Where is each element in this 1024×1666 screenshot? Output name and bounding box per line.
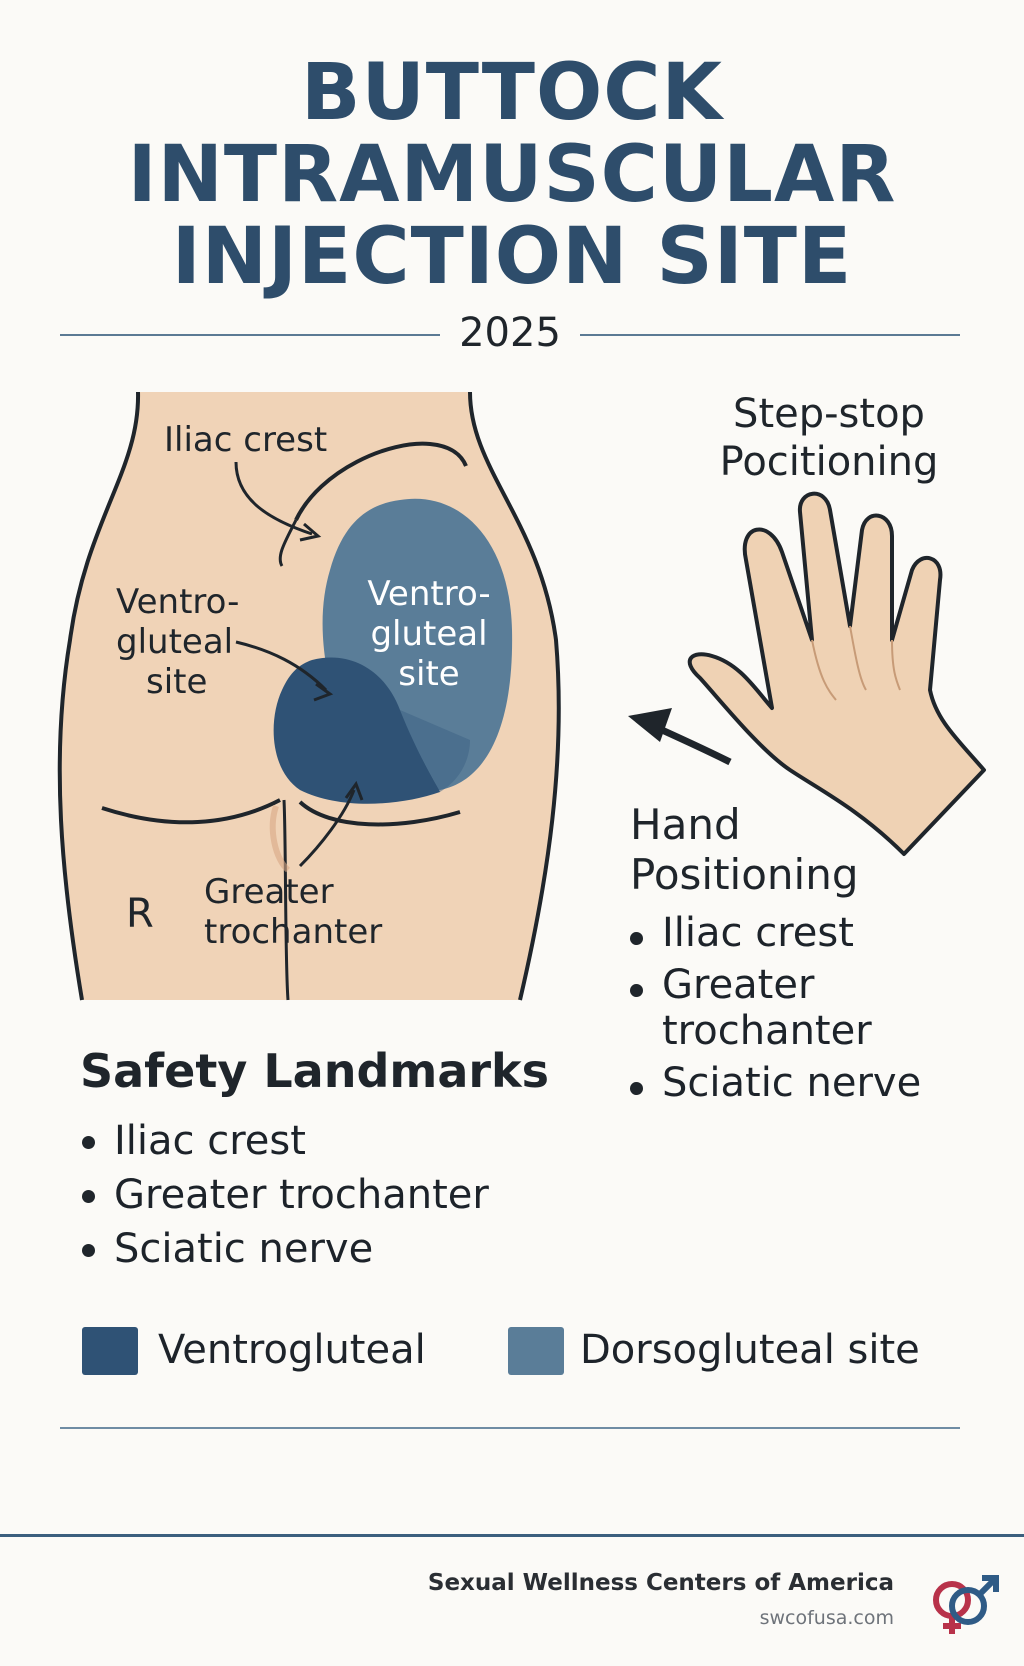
- label-line: gluteal: [370, 614, 488, 654]
- hand-title-line: Step-stop: [733, 391, 925, 437]
- legend-label-dorsogluteal: Dorsogluteal site: [580, 1327, 920, 1373]
- hand-title: Step-stop Pocitioning: [704, 390, 954, 486]
- title-line-3: INJECTION SITE: [171, 212, 853, 302]
- label-ventrogluteal-blob: Ventro- gluteal site: [354, 574, 504, 694]
- label-line: site: [146, 662, 208, 702]
- list-item: Sciatic nerve: [80, 1222, 489, 1276]
- safety-landmark-list: Iliac crest Greater trochanter Sciatic n…: [80, 1114, 489, 1276]
- label-iliac-crest: Iliac crest: [164, 420, 328, 460]
- bottom-divider: [60, 1427, 960, 1429]
- hand-positioning-line: Hand: [630, 800, 741, 849]
- list-item: Sciatic nerve: [628, 1060, 921, 1106]
- site-url: swcofusa.com: [759, 1607, 894, 1629]
- title-line-2: INTRAMUSCULAR: [127, 130, 897, 220]
- year-label: 2025: [459, 310, 561, 356]
- list-item: Iliac crest: [628, 910, 921, 956]
- hand-title-line: Pocitioning: [719, 439, 939, 485]
- hand-positioning-line: Positioning: [630, 850, 859, 899]
- footer-rule: [0, 1534, 1024, 1537]
- page-title: BUTTOCK INTRAMUSCULAR INJECTION SITE: [0, 52, 1024, 298]
- list-item: Greater trochanter: [628, 962, 921, 1054]
- left-rule: [60, 334, 440, 336]
- legend-label-ventrogluteal: Ventrogluteal: [158, 1327, 426, 1373]
- list-item: Iliac crest: [80, 1114, 489, 1168]
- list-item-text: trochanter: [662, 1008, 872, 1054]
- list-item: Greater trochanter: [80, 1168, 489, 1222]
- hand-positioning-title: Hand Positioning: [630, 800, 858, 900]
- label-line: Greater: [204, 872, 334, 912]
- hand-illustration: [687, 491, 986, 856]
- label-line: Ventro-: [367, 574, 491, 614]
- legend-swatch-ventrogluteal: [82, 1327, 138, 1375]
- title-line-1: BUTTOCK: [301, 48, 723, 138]
- label-greater-trochanter: Greater trochanter: [204, 872, 382, 952]
- gender-symbol-logo-icon: [933, 1575, 999, 1634]
- label-line: Ventro-: [116, 582, 240, 622]
- dorsogluteal-site-region: [273, 657, 440, 804]
- label-line: gluteal: [116, 622, 234, 662]
- right-rule: [580, 334, 960, 336]
- legend: Ventrogluteal Dorsogluteal site: [82, 1325, 962, 1375]
- label-line: site: [398, 654, 460, 694]
- org-name: Sexual Wellness Centers of America: [427, 1570, 894, 1596]
- label-line: trochanter: [204, 912, 383, 952]
- year-divider: 2025: [60, 308, 960, 358]
- legend-swatch-dorsogluteal: [508, 1327, 564, 1375]
- safety-title: Safety Landmarks: [80, 1044, 550, 1098]
- list-item-text: Greater: [662, 962, 815, 1008]
- label-ventrogluteal-left: Ventro- gluteal site: [116, 582, 239, 702]
- label-side-marker: R: [126, 891, 154, 937]
- hand-landmark-list: Iliac crest Greater trochanter Sciatic n…: [628, 910, 921, 1112]
